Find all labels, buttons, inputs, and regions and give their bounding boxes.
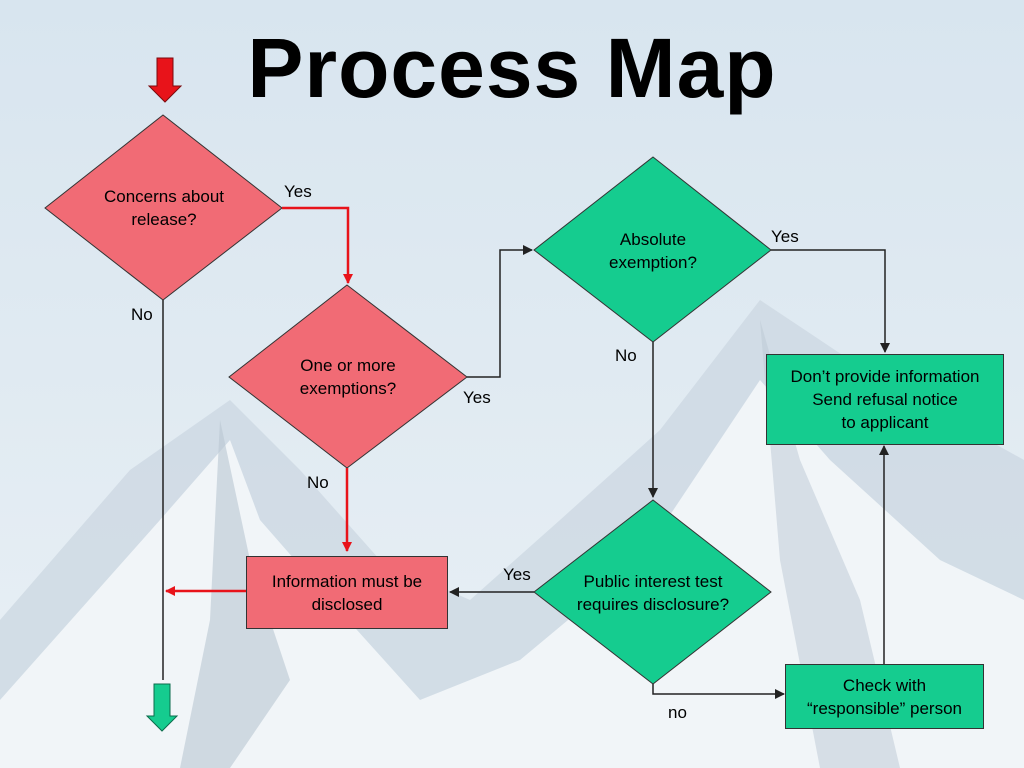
absolute-no-label: No	[615, 346, 637, 365]
info-disclosed-label: Information must be disclosed	[271, 571, 423, 614]
edge-absolute-yes	[771, 249, 890, 353]
dont-provide-line2: Send refusal notice	[812, 390, 958, 409]
check-with-line2: “responsible” person	[807, 698, 962, 718]
dont-provide-line1: Don’t provide information	[790, 367, 980, 386]
concerns-yes-label: Yes	[284, 182, 312, 201]
edge-concerns-yes	[282, 206, 353, 284]
exemptions-node-label: One or more exemptions?	[299, 356, 397, 398]
public-no-label: no	[668, 703, 687, 722]
start-arrow-icon	[147, 57, 183, 103]
info-disclosed-box: Information must be disclosed	[246, 556, 448, 629]
exemptions-yes-label: Yes	[463, 388, 491, 407]
dont-provide-line3: to applicant	[841, 413, 929, 432]
absolute-yes-label: Yes	[771, 227, 799, 246]
edge-public-no	[652, 684, 785, 699]
concerns-no-label: No	[131, 305, 153, 324]
concerns-node-label: Concerns about release?	[103, 187, 225, 229]
page-title: Process Map	[247, 21, 777, 115]
check-with-box: Check with “responsible” person	[785, 664, 984, 729]
public-interest-node-label: Public interest test requires disclosure…	[576, 572, 730, 614]
edge-exemptions-yes	[467, 245, 533, 378]
end-arrow-icon	[145, 683, 179, 732]
dont-provide-box: Don’t provide information Send refusal n…	[766, 354, 1004, 445]
check-with-line1: Check with	[842, 675, 927, 695]
absolute-node-label: Absolute exemption?	[609, 230, 697, 272]
public-yes-label: Yes	[503, 565, 531, 584]
exemptions-no-label: No	[307, 473, 329, 492]
